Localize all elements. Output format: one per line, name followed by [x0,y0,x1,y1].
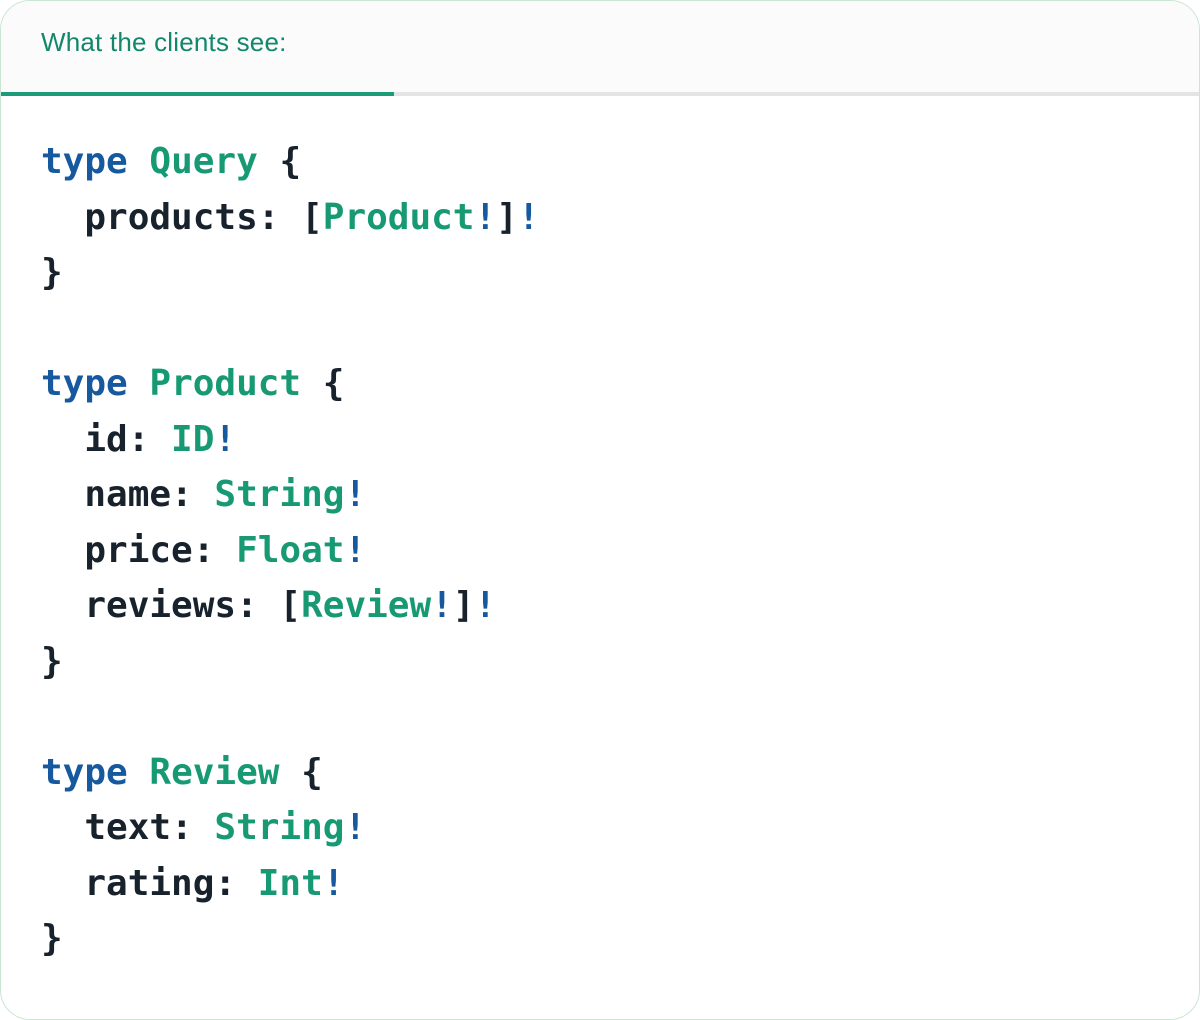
code-token-plain: reviews: [ [41,585,302,626]
code-token-plain: rating: [41,862,258,904]
code-token-plain: text: [41,807,215,848]
code-token-bang: ! [517,196,540,238]
code-token-type: Review [301,585,432,626]
code-token-type: Query [149,141,258,182]
code-token-plain [128,363,150,404]
code-token-type: ID [171,418,215,460]
code-token-type: Int [257,862,323,904]
code-token-bang: ! [474,196,497,238]
code-token-bang: ! [344,474,367,515]
code-token-keyword: type [41,141,128,182]
code-token-plain [128,752,150,793]
code-line: name: String! [41,467,1159,523]
panel-header: What the clients see: [1,1,1199,96]
code-token-plain: price: [41,529,237,571]
code-token-keyword: type [41,363,128,404]
code-line [41,689,1159,745]
code-token-plain: } [41,640,63,682]
code-line: products: [Product!]! [41,190,1159,246]
code-token-plain: name: [41,474,215,515]
code-token-type: String [214,807,345,848]
code-token-plain: { [279,751,323,793]
code-token-bang: ! [322,862,345,904]
code-token-plain [128,141,150,182]
code-token-plain: ] [452,585,475,626]
code-token-bang: ! [344,529,367,571]
code-token-type: Float [236,529,345,571]
code-line [41,301,1159,357]
code-line: type Query { [41,134,1159,190]
code-token-plain: id: [41,418,172,460]
code-token-type: Product [149,363,302,404]
code-token-plain: products: [ [41,196,323,238]
code-line: price: Float! [41,523,1159,579]
code-token-bang: ! [431,585,453,626]
code-token-type: Review [149,751,280,793]
code-line: } [41,245,1159,301]
code-block: type Query { products: [Product!]!} type… [1,96,1199,967]
code-line: text: String! [41,800,1159,856]
code-line: rating: Int! [41,856,1159,912]
code-token-plain: { [257,141,302,182]
code-line: } [41,911,1159,967]
code-line: } [41,634,1159,690]
code-token-plain: { [301,363,345,404]
code-token-bang: ! [214,418,237,460]
code-token-bang: ! [474,585,497,626]
tab-label: What the clients see: [41,27,287,57]
code-token-keyword: type [41,751,128,793]
code-line: id: ID! [41,412,1159,468]
code-line: type Review { [41,745,1159,801]
code-token-plain: } [41,252,63,293]
tab-what-clients-see[interactable]: What the clients see: [1,1,394,96]
code-line: type Product { [41,356,1159,412]
code-token-plain: } [41,918,63,959]
code-token-type: Product [322,196,475,238]
code-token-bang: ! [344,807,367,848]
code-token-plain: ] [496,196,518,238]
code-line: reviews: [Review!]! [41,578,1159,634]
code-token-type: String [214,474,345,515]
